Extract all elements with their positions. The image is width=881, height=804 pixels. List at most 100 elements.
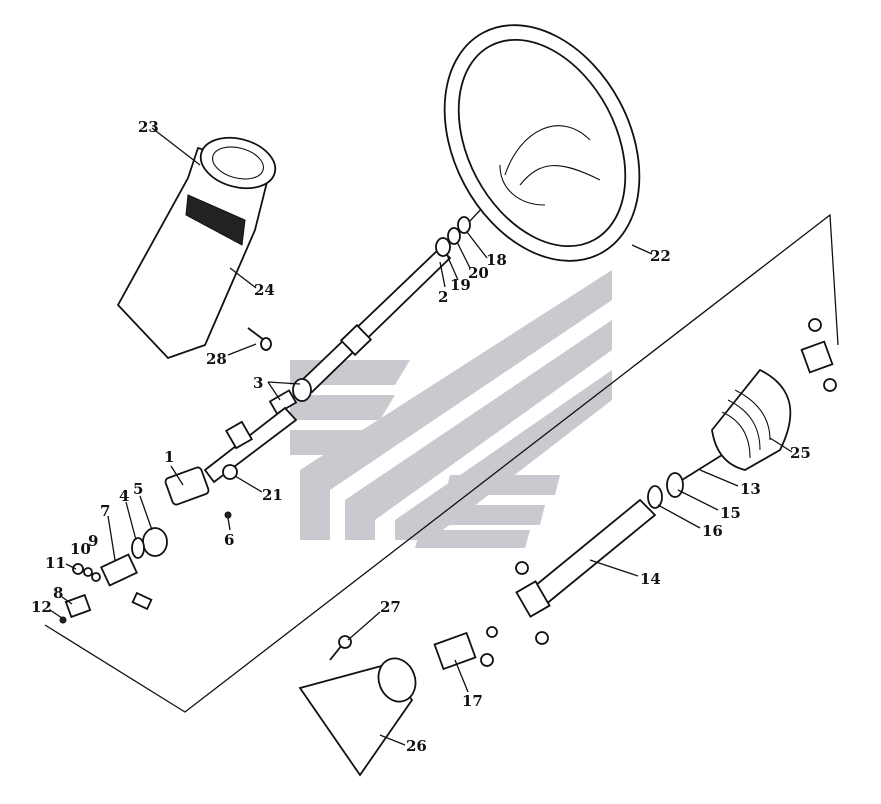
- callout-25: 25: [790, 444, 811, 462]
- u-joint-cluster: [59, 553, 153, 624]
- leader-3: [267, 381, 301, 385]
- seal-opening: [377, 657, 417, 703]
- washer-10: [83, 567, 93, 577]
- wheel-spoke-2: [519, 165, 601, 186]
- callout-13: 13: [740, 480, 761, 498]
- callout-6: 6: [224, 531, 234, 549]
- watermark-logo: [290, 270, 612, 548]
- sleeve-15: [666, 472, 684, 498]
- leader-13: [699, 469, 739, 487]
- wheel-rim-inner: [457, 38, 627, 248]
- upper-steering-shaft: [268, 216, 471, 415]
- u-joint-7: [99, 553, 139, 587]
- upper-shaft-washer-19: [435, 237, 451, 257]
- watermark-bar-6: [415, 530, 530, 548]
- leader-23: [151, 127, 201, 166]
- leader-26: [379, 734, 406, 746]
- watermark-bar-4: [445, 475, 560, 495]
- washer-17b: [486, 626, 498, 638]
- bracket-3: [268, 389, 298, 415]
- lower-column-tube: [203, 406, 298, 484]
- bracket-top: [224, 420, 254, 450]
- leader-15: [677, 489, 719, 511]
- callout-18: 18: [486, 251, 507, 269]
- watermark-stripe-3: [395, 370, 612, 540]
- shroud-top-opening: [199, 136, 277, 190]
- lower-shaft-body: [528, 498, 657, 607]
- leader-6: [227, 517, 231, 531]
- leader-7: [107, 515, 116, 561]
- leader-5: [139, 495, 153, 531]
- callout-24: 24: [254, 281, 275, 299]
- leader-lines: [49, 127, 793, 746]
- shroud-band: [185, 194, 246, 246]
- wheel-spoke-1: [504, 125, 591, 176]
- bolt-lower-2: [535, 631, 549, 645]
- callout-11: 11: [45, 554, 66, 572]
- callout-3: 3: [253, 374, 263, 392]
- leader-20: [456, 241, 471, 269]
- ring-16: [647, 485, 663, 509]
- screw-28-head: [260, 337, 272, 351]
- bushing-5: [142, 527, 168, 557]
- leader-11: [65, 563, 77, 570]
- leader-27: [347, 611, 381, 641]
- leader-25: [769, 437, 793, 453]
- bolt-lower: [131, 591, 153, 611]
- leader-24: [229, 267, 257, 289]
- nut-9: [91, 572, 101, 582]
- leader-19: [446, 254, 459, 281]
- shroud-top-inner: [212, 146, 264, 180]
- wheel-spoke-3: [499, 164, 546, 206]
- screw-6: [224, 511, 232, 519]
- bolt-lower-1: [515, 561, 529, 575]
- callout-1: 1: [164, 448, 174, 466]
- screw-12: [59, 616, 67, 624]
- screw-28: [247, 327, 272, 351]
- callout-9: 9: [88, 532, 98, 550]
- watermark-bar-5: [435, 505, 545, 525]
- leader-8: [61, 596, 73, 605]
- clamp-8: [64, 593, 92, 619]
- leader-12: [49, 609, 63, 619]
- column-shroud: [116, 136, 277, 360]
- pin-21: [222, 464, 238, 480]
- leader-18: [466, 231, 488, 259]
- nut-17a: [480, 653, 494, 667]
- dust-boot: [711, 318, 837, 471]
- callout-27: 27: [380, 598, 401, 616]
- leader-4: [125, 501, 137, 541]
- yoke-1: [164, 466, 210, 506]
- lower-column: [131, 406, 298, 559]
- callout-7: 7: [100, 502, 110, 520]
- callout-20: 20: [468, 264, 489, 282]
- leader-17: [454, 659, 469, 693]
- callout-16: 16: [702, 522, 723, 540]
- bolt-27: [329, 635, 352, 661]
- ring-4: [131, 537, 145, 559]
- floor-seal: [298, 657, 417, 777]
- callout-17: 17: [462, 692, 483, 710]
- boot-top-joint: [800, 340, 834, 374]
- callout-5: 5: [133, 480, 143, 498]
- leader-14: [589, 559, 639, 577]
- callout-4: 4: [119, 487, 129, 505]
- bolt-11: [72, 563, 84, 575]
- callout-21: 21: [262, 486, 283, 504]
- bolt-27-head: [338, 635, 352, 649]
- bearing-3: [292, 378, 312, 402]
- callout-labels: 1 2 3 4 5 6 7 8 9 10 11 12 13 14 15 16 1…: [31, 118, 811, 755]
- steering-wheel: [443, 24, 641, 262]
- bolt-27-shank: [329, 644, 343, 661]
- callout-15: 15: [720, 504, 741, 522]
- boot-ribs: [721, 389, 771, 459]
- leader-22: [631, 244, 653, 255]
- watermark-stripe-1: [300, 270, 612, 540]
- callout-8: 8: [53, 584, 63, 602]
- upper-shaft-washer-20: [447, 227, 461, 245]
- leader-2: [439, 261, 446, 288]
- callout-14: 14: [640, 570, 661, 588]
- screw-28-body: [247, 327, 265, 341]
